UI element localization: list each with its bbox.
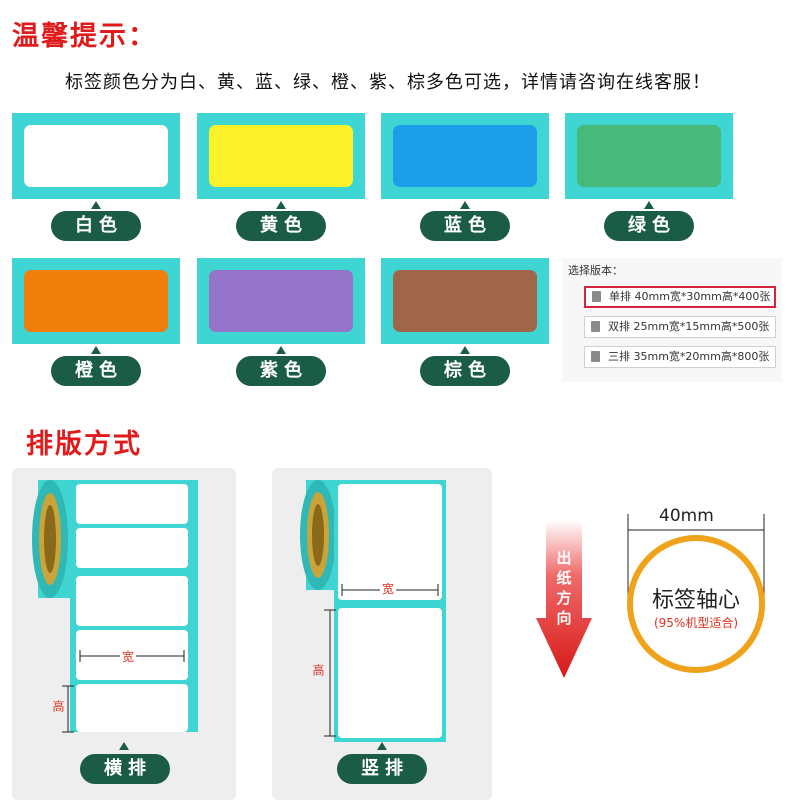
swatch-label-purple: 紫色 — [236, 356, 326, 386]
core-diagram — [627, 514, 765, 673]
swatch-label-green: 绿色 — [604, 211, 694, 241]
swatch-pointer — [644, 201, 654, 209]
swatch-label-brown: 棕色 — [420, 356, 510, 386]
layout-title: 排版方式 — [26, 429, 142, 460]
vertical-roll-illustration — [300, 480, 446, 742]
paper-direction-label: 出纸方向 — [556, 549, 572, 627]
swatch-pointer — [460, 201, 470, 209]
swatch-label-yellow: 黄色 — [236, 211, 326, 241]
version-panel-title: 选择版本： — [568, 264, 623, 277]
swatch-purple — [197, 258, 365, 344]
vertical-layout-label: 竖排 — [337, 754, 427, 784]
swatch-orange — [12, 258, 180, 344]
swatch-pointer — [91, 201, 101, 209]
swatch-pointer — [460, 346, 470, 354]
vertical-width-label: 宽 — [380, 580, 397, 597]
swatch-brown — [381, 258, 549, 344]
horizontal-height-label: 高 — [51, 700, 65, 712]
swatch-pointer — [276, 346, 286, 354]
vertical-height-label: 高 — [311, 664, 325, 676]
swatch-label-orange: 橙色 — [51, 356, 141, 386]
notice-text: 标签颜色分为白、黄、蓝、绿、橙、紫、棕多色可选，详情请咨询在线客服！ — [65, 72, 711, 93]
swatch-white — [12, 113, 180, 199]
swatch-label-blue: 蓝色 — [420, 211, 510, 241]
swatch-yellow — [197, 113, 365, 199]
label-roll-icon — [591, 351, 600, 362]
version-panel: 选择版本： 单排 40mm宽*30mm高*400张 双排 25mm宽*15mm高… — [562, 258, 782, 382]
version-option-double[interactable]: 双排 25mm宽*15mm高*500张 — [584, 316, 776, 338]
core-diameter: 40mm — [656, 506, 717, 526]
horizontal-roll-illustration — [32, 480, 198, 733]
vertical-layout-card: 宽 高 竖排 — [272, 468, 492, 800]
swatch-blue — [381, 113, 549, 199]
layout-pointer — [119, 742, 129, 750]
core-label: 标签轴心 — [651, 588, 740, 613]
paper-direction-arrow — [536, 520, 592, 678]
swatch-green — [565, 113, 733, 199]
horizontal-width-label: 宽 — [120, 648, 137, 665]
version-option-single[interactable]: 单排 40mm宽*30mm高*400张 — [584, 286, 776, 308]
swatch-pointer — [276, 201, 286, 209]
swatch-pointer — [91, 346, 101, 354]
swatch-label-white: 白色 — [51, 211, 141, 241]
horizontal-layout-label: 横排 — [80, 754, 170, 784]
horizontal-layout-card: 宽 高 横排 — [12, 468, 236, 800]
version-option-triple[interactable]: 三排 35mm宽*20mm高*800张 — [584, 346, 776, 368]
label-roll-icon — [591, 321, 600, 332]
core-note: (95%机型适合) — [653, 616, 739, 630]
layout-pointer — [377, 742, 387, 750]
label-roll-icon — [592, 291, 601, 302]
notice-title: 温馨提示： — [12, 21, 157, 52]
